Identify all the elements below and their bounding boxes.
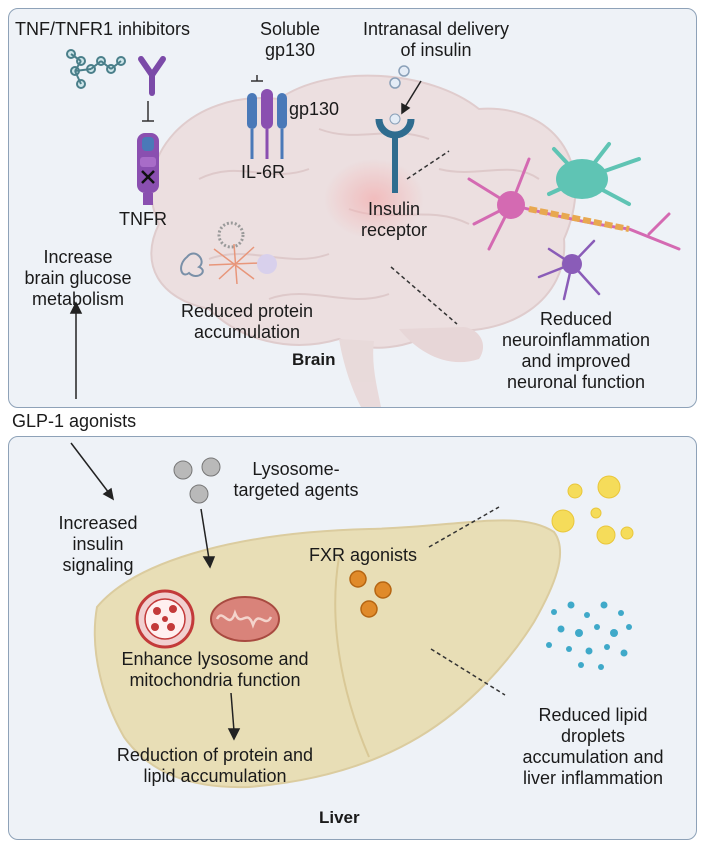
il6r-label: IL-6R	[241, 162, 286, 182]
gp130-label: gp130	[289, 99, 340, 119]
insulin-receptor-icon	[375, 113, 415, 193]
lysosome-agent-icon	[173, 457, 221, 504]
insulin-molecule-icon	[389, 65, 410, 89]
tnfr-label: TNFR	[119, 209, 167, 229]
intranasal-insulin-label: Intranasal delivery of insulin	[362, 19, 510, 60]
liver-title: Liver	[319, 808, 360, 827]
brain-title: Brain	[292, 350, 336, 369]
neuron-icon	[467, 142, 681, 301]
neuro-outcome-label: Reduced neuroinflammation and improved n…	[501, 309, 651, 392]
reduction-accumulation-label: Reduction of protein and lipid accumulat…	[116, 745, 314, 786]
brain-callout-lines	[390, 150, 458, 325]
insulin-receptor-label: Insulin receptor	[360, 199, 428, 240]
enhance-arrow	[227, 692, 241, 741]
insulin-signaling-label: Increased insulin signaling	[58, 513, 138, 575]
fxr-agonist-icon	[349, 570, 392, 618]
glp1-brain-arrow	[69, 301, 83, 399]
il6r-gp130-receptor-icon	[247, 75, 287, 159]
lysosome-arrow	[200, 508, 216, 569]
liver-illustration	[70, 442, 634, 789]
insulin-arrow	[401, 80, 422, 115]
brain-shape	[150, 74, 577, 407]
glucose-metabolism-label: Increase brain glucose metabolism	[24, 247, 132, 309]
antibody-icon	[138, 56, 166, 96]
lysosome-agents-label: Lysosome- targeted agents	[233, 459, 359, 500]
inhibition-arrow	[142, 101, 154, 122]
protein-aggregate-icon	[180, 221, 277, 285]
liver-callout-lines	[428, 506, 506, 696]
glp1-agonists-label: GLP-1 agonists	[12, 411, 137, 431]
liver-panel: Increased insulin signaling Lysosome- ta…	[8, 436, 697, 840]
liver-outcome-label: Reduced lipid droplets accumulation and …	[522, 705, 664, 788]
molecule-icon	[66, 49, 126, 89]
tnf-inhibitors-label: TNF/TNFR1 inhibitors	[15, 19, 191, 39]
reduced-protein-label: Reduced protein accumulation	[180, 301, 314, 342]
lysosome-icon	[135, 589, 195, 649]
liver-shape	[93, 519, 562, 789]
fxr-agonists-label: FXR agonists	[309, 545, 418, 565]
lipid-droplet-icon	[551, 475, 634, 545]
glp1-liver-arrow	[70, 442, 115, 501]
enhance-function-label: Enhance lysosome and mitochondria functi…	[121, 649, 309, 690]
soluble-gp130-label: Soluble gp130	[259, 19, 321, 60]
inflammation-droplet-icon	[546, 601, 632, 670]
brain-illustration	[66, 49, 681, 407]
tnfr-receptor-icon	[137, 133, 159, 205]
brain-panel: TNF/TNFR1 inhibitors Soluble gp130 gp130…	[8, 8, 697, 408]
mitochondria-icon	[210, 596, 280, 642]
